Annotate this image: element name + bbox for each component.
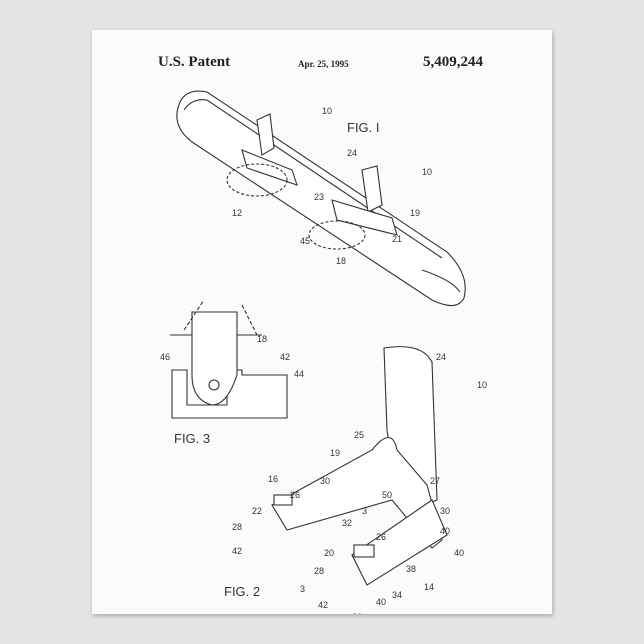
- label: 18: [336, 256, 346, 266]
- label: 25: [354, 430, 364, 440]
- fig1-caption: FIG. I: [347, 120, 380, 135]
- label: 24: [347, 148, 357, 158]
- label: 10: [477, 380, 487, 390]
- fig3-caption: FIG. 3: [174, 431, 210, 446]
- label: 10: [422, 167, 432, 177]
- label: 38: [406, 564, 416, 574]
- label: 27: [430, 476, 440, 486]
- label: 50: [382, 490, 392, 500]
- label: 12: [232, 208, 242, 218]
- label: 10: [322, 106, 332, 116]
- label: 26: [376, 532, 386, 542]
- label: 3: [362, 506, 367, 516]
- label: 18: [257, 334, 267, 344]
- label: 40: [376, 597, 386, 607]
- fig1-snowboard-drawing: 10 FIG. I 10 24 23 19 12 45 18 21: [176, 90, 466, 307]
- patent-label: U.S. Patent: [158, 54, 231, 70]
- fig3-section-drawing: 18 46 42 44 FIG. 3: [160, 299, 304, 446]
- label: 40: [440, 526, 450, 536]
- patent-date: Apr. 25, 1995: [298, 59, 349, 69]
- label: 19: [330, 448, 340, 458]
- label: 36: [352, 612, 362, 614]
- fig2-binding-drawing: 24 10 25 19 16 30 27 50 26 30 22 28 32 4…: [224, 346, 487, 614]
- label: 42: [232, 546, 242, 556]
- patent-poster-sheet: U.S. Patent Apr. 25, 1995 5,409,244 10 F…: [92, 30, 552, 614]
- label: 20: [324, 548, 334, 558]
- label: 21: [392, 234, 402, 244]
- label: 44: [294, 369, 304, 379]
- fig2-caption: FIG. 2: [224, 584, 260, 599]
- patent-drawing: 10 FIG. I 10 24 23 19 12 45 18 21 18 46 …: [160, 90, 487, 614]
- label: 26: [290, 490, 300, 500]
- label: 42: [280, 352, 290, 362]
- label: 40: [454, 548, 464, 558]
- label: 34: [392, 590, 402, 600]
- label: 19: [410, 208, 420, 218]
- label: 46: [160, 352, 170, 362]
- label: 30: [440, 506, 450, 516]
- label: 30: [320, 476, 330, 486]
- label: 14: [424, 582, 434, 592]
- patent-number: 5,409,244: [423, 54, 483, 70]
- label: 23: [314, 192, 324, 202]
- label: 22: [252, 506, 262, 516]
- label: 28: [232, 522, 242, 532]
- label: 32: [342, 518, 352, 528]
- label: 16: [268, 474, 278, 484]
- label: 28: [314, 566, 324, 576]
- label: 45: [300, 236, 310, 246]
- label: 24: [436, 352, 446, 362]
- label: 42: [318, 600, 328, 610]
- label: 3: [300, 584, 305, 594]
